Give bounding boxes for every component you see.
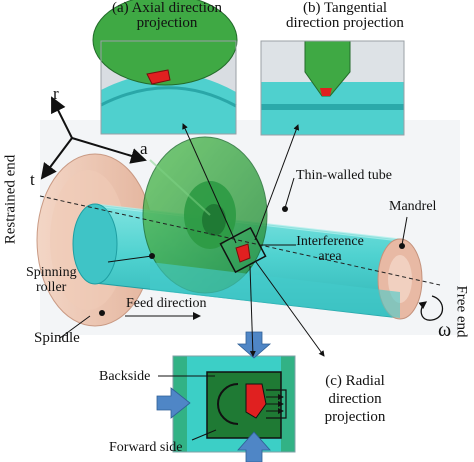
pressure-arrows: [156, 331, 272, 462]
spinning-roller-label: Spinning roller: [26, 265, 77, 295]
backside-label: Backside: [99, 369, 151, 384]
axis-t-label: t: [30, 170, 35, 189]
mandrel-label: Mandrel: [389, 199, 437, 214]
interference-area-label-line2: area: [318, 249, 342, 264]
axis-centerline: [39, 195, 441, 286]
radial-panel-title-line3: projection: [324, 409, 386, 425]
restrained-end-label: Restrained end: [2, 154, 19, 245]
axis-a-label: a: [140, 139, 148, 158]
spinning-roller-label-line1: Spinning: [26, 265, 77, 280]
radial-panel-title-line1: (c) Radial: [325, 373, 385, 389]
forward-side-label: Forward side: [109, 440, 183, 455]
axial-panel-title: (a) Axial direction projection: [92, 1, 242, 31]
leader-lines: [59, 123, 408, 441]
radial-panel-title-line2: direction: [328, 391, 382, 407]
radial-panel-title: (c) Radial direction projection: [300, 372, 410, 426]
tube-front-overlay: [150, 262, 400, 318]
thin-walled-tube-label: Thin-walled tube: [296, 168, 393, 183]
axis-r-label: r: [53, 84, 59, 103]
interference-area-label-line1: Interference: [296, 234, 364, 249]
tangential-panel-title-line1: (b) Tangential: [302, 0, 388, 16]
axial-projection-image: [92, 0, 238, 135]
axial-panel-title-line1: (a) Axial direction: [112, 0, 222, 16]
feed-direction-label: Feed direction: [126, 296, 207, 311]
rotation-arrow-icon: [418, 295, 444, 321]
coordinate-axes: [40, 96, 147, 180]
tangential-projection-image: [260, 40, 405, 136]
interference-area-label: Interference area: [290, 234, 370, 264]
tangential-panel-title-line2: direction projection: [286, 15, 404, 31]
axial-panel-title-line2: projection: [136, 15, 198, 31]
spindle-label: Spindle: [34, 330, 80, 346]
radial-projection-image: [172, 355, 296, 453]
tangential-panel-title: (b) Tangential direction projection: [260, 1, 430, 31]
free-end-label: Free end: [453, 285, 470, 338]
omega-label: ω: [438, 319, 452, 341]
interference-window: [219, 226, 267, 274]
spinning-roller-label-line2: roller: [36, 280, 67, 295]
